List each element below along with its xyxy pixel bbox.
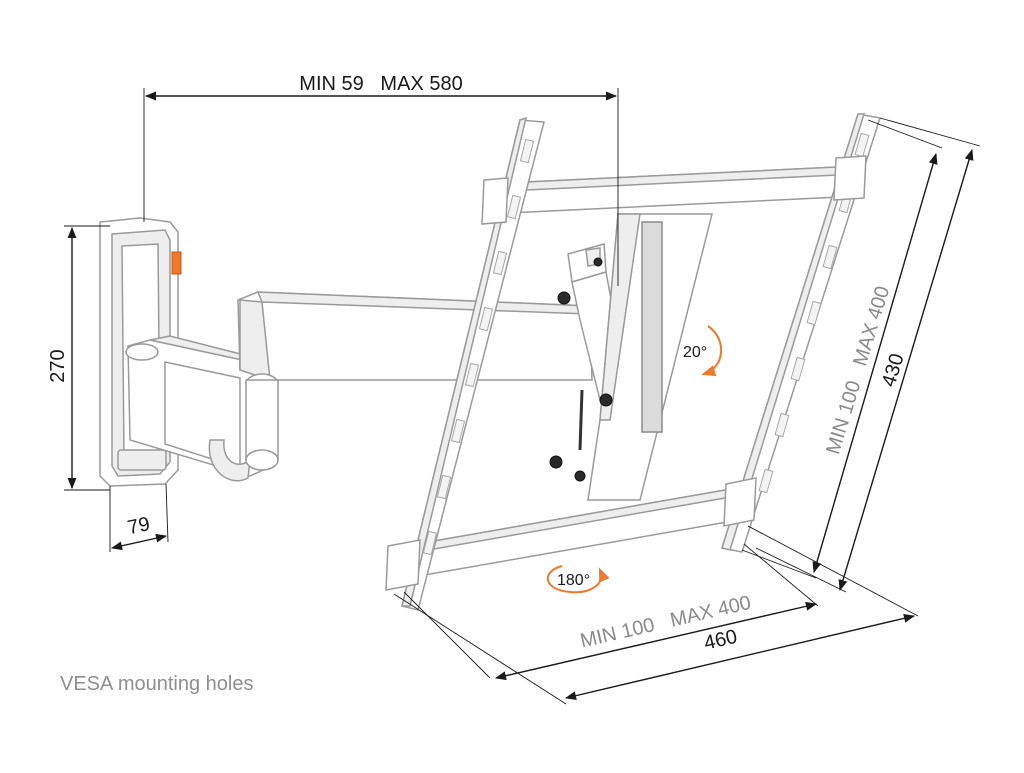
rotation-angle-label: 180° xyxy=(557,572,590,589)
reach-label: MIN 59 MAX 580 xyxy=(299,73,462,95)
orange-lock-tab xyxy=(171,251,182,275)
vesa-caption: VESA mounting holes xyxy=(60,673,253,695)
wall-plate-depth-label: 79 xyxy=(126,513,152,539)
wall-plate-height-label: 270 xyxy=(47,349,69,382)
tilt-angle-label: 20° xyxy=(683,344,707,361)
rotation-indicator: 180° xyxy=(546,565,610,594)
tilt-indicator: 20° xyxy=(683,325,723,377)
tilt-head xyxy=(549,213,713,501)
reach-dimension: MIN 59 MAX 580 xyxy=(143,73,619,286)
vesa-horizontal-size-label: 460 xyxy=(702,626,739,655)
wall-plate-depth-dimension: 79 xyxy=(109,483,169,552)
arm-segment-1 xyxy=(125,335,274,482)
left-rail-slots xyxy=(422,138,535,556)
vesa-vertical-size-label: 430 xyxy=(878,351,909,389)
wall-plate-height-dimension: 270 xyxy=(47,225,110,491)
arm-segment-2 xyxy=(237,291,593,471)
